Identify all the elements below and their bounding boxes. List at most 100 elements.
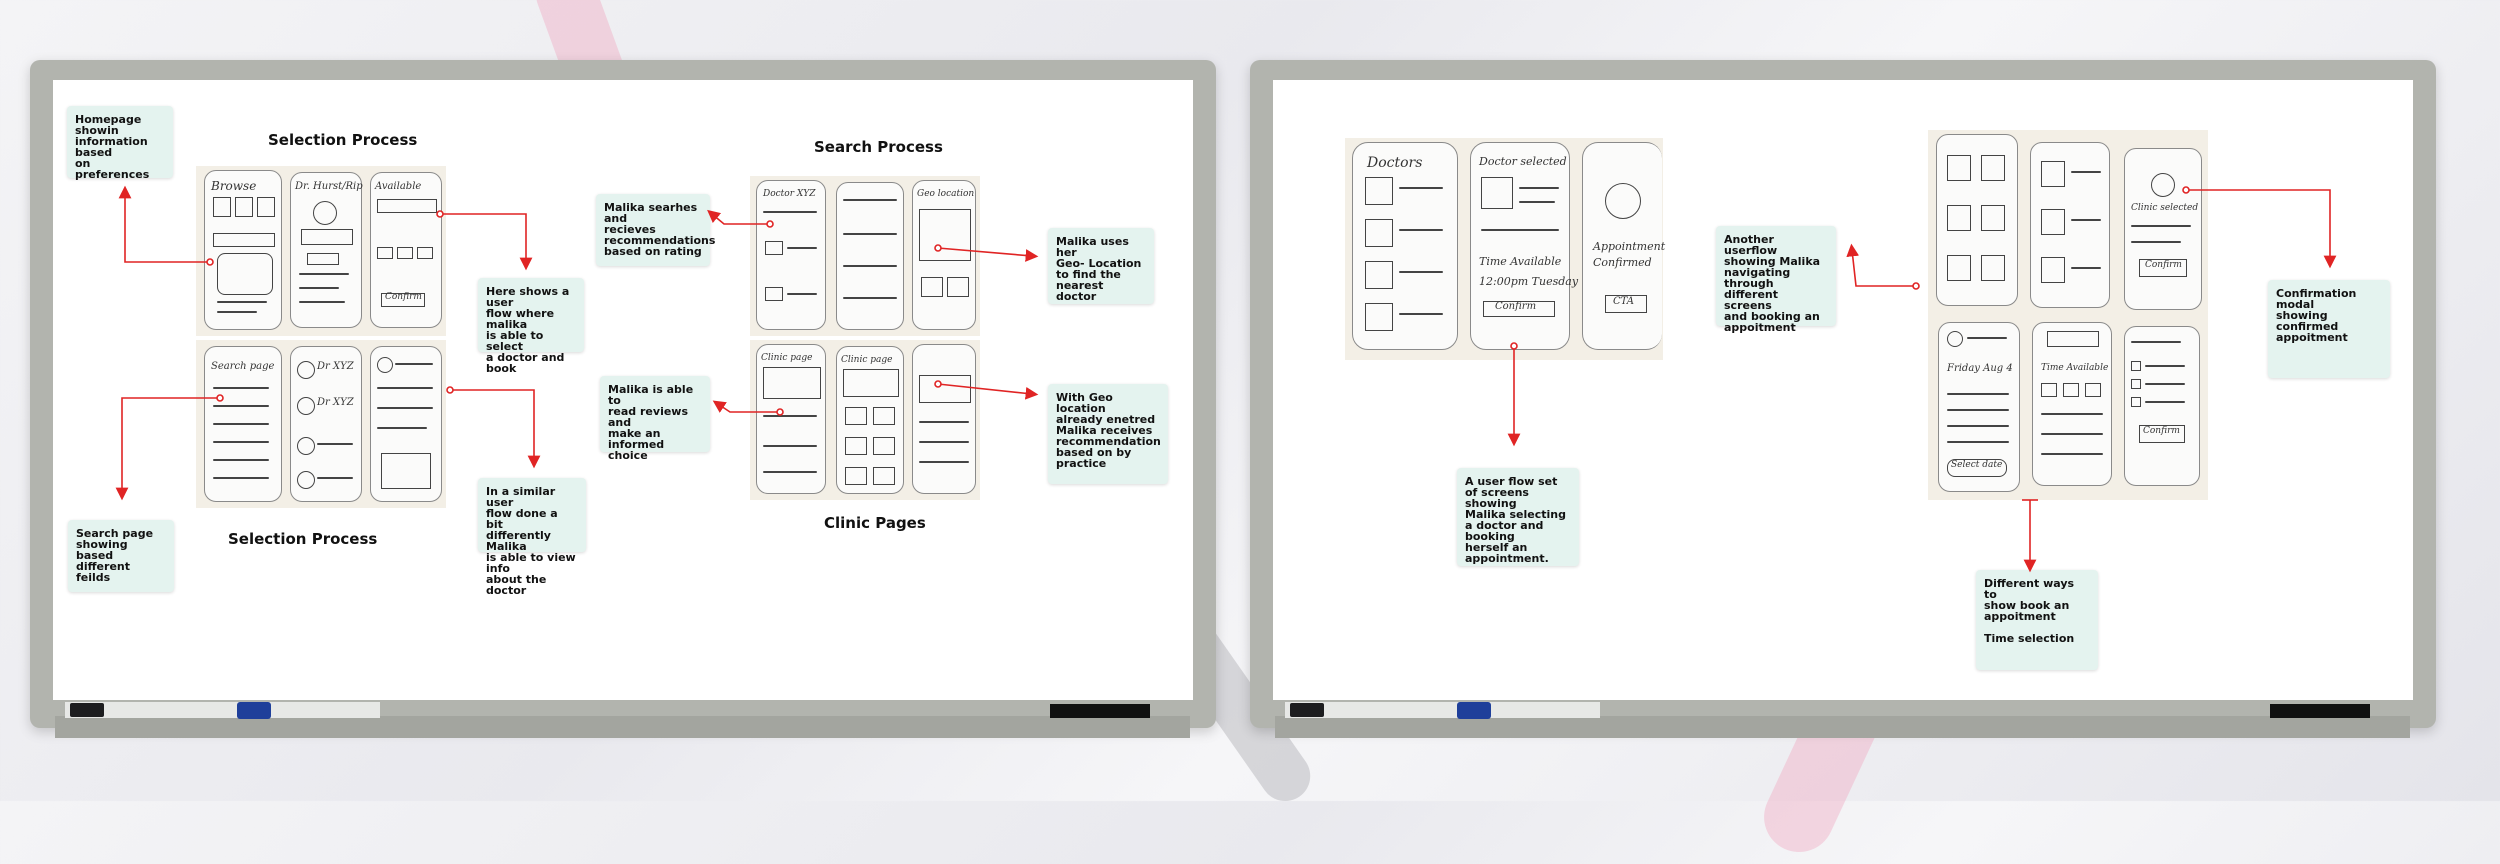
arrow-origin	[934, 244, 942, 252]
sketch-box	[763, 367, 821, 399]
sketch-label: Clinic selected	[2131, 203, 2199, 213]
note-similar-flow: In a similar user flow done a bit differ…	[478, 478, 586, 596]
sketch-line	[763, 445, 817, 447]
sketch-line	[1947, 393, 2009, 395]
sketch-line	[2131, 225, 2191, 227]
sketch-phone-doctor-grid-1	[1936, 134, 2018, 306]
note-geo-location: Malika uses her Geo- Location to find th…	[1048, 228, 1154, 304]
sketch-box	[301, 229, 353, 245]
right-board-ledge	[1285, 702, 1600, 718]
arrow-geo	[937, 247, 1039, 262]
sketch-line	[213, 405, 269, 407]
sketch-box	[765, 287, 783, 301]
sketch-line	[2041, 453, 2103, 455]
sketch-label: Time Available	[2041, 363, 2109, 373]
sketch-label: Appointment Confirmed	[1593, 240, 1666, 269]
sketch-phone-search-page: Search page	[204, 346, 282, 502]
sketch-box	[2131, 379, 2141, 389]
sketch-line	[843, 297, 897, 299]
sketch-box	[377, 199, 437, 213]
sketch-box	[765, 241, 783, 255]
heading-clinic-pages: Clinic Pages	[824, 514, 926, 532]
sketch-box	[297, 437, 315, 455]
sketch-label: Confirm	[1495, 301, 1537, 312]
annotation-arrows	[115, 185, 2337, 573]
sketch-box	[2151, 173, 2175, 197]
heading-search-process: Search Process	[814, 138, 943, 156]
sketch-line	[1947, 409, 2009, 411]
sketch-line	[1399, 187, 1443, 189]
sketch-line	[2145, 383, 2185, 385]
note-different-ways: Different ways to show book an appoitmen…	[1976, 570, 2098, 670]
arrow-origin	[216, 394, 224, 402]
arrow-origin	[206, 258, 214, 266]
sketch-box	[213, 233, 275, 247]
arrow-another-flow	[1846, 243, 1916, 287]
sketch-box	[381, 453, 431, 489]
note-confirmation: Confirmation modal showing confirmed app…	[2268, 280, 2390, 378]
sketch-label: Dr XYZ	[317, 397, 354, 408]
sketch-box	[2041, 209, 2065, 235]
sketch-box	[213, 197, 231, 217]
sketch-phone-appointment-confirmed: Appointment Confirmed CTA	[1582, 142, 1666, 350]
sketch-box	[1365, 177, 1393, 205]
sketch-box	[297, 361, 315, 379]
sketch-line	[1519, 201, 1555, 203]
sketch-phone-geo-location: Geo location	[912, 180, 976, 330]
sketch-line	[213, 459, 269, 461]
heading-selection-process-bottom: Selection Process	[228, 530, 378, 548]
sketch-line	[787, 247, 817, 249]
sketch-line	[1947, 441, 2009, 443]
arrow-origin	[1912, 282, 1920, 290]
black-marker	[1290, 703, 1324, 717]
sketch-line	[299, 287, 339, 289]
sketch-line	[217, 301, 267, 303]
arrow-origin	[2182, 186, 2190, 194]
sketch-phone-doctor-grid-2	[2030, 142, 2110, 308]
arrow-confirmation	[2186, 189, 2337, 269]
sketch-phone-clinic-page: Clinic page	[756, 344, 826, 494]
sketch-line	[763, 415, 817, 417]
sketch-box	[843, 369, 899, 397]
sketch-line	[919, 421, 969, 423]
sketch-box	[297, 471, 315, 489]
left-board-tray	[55, 716, 1190, 738]
arrow-origin	[446, 386, 454, 394]
sketch-box	[2063, 383, 2079, 397]
sketch-box	[873, 467, 895, 485]
sketch-label: Available	[375, 181, 422, 192]
note-reviews: Malika is able to read reviews and make …	[600, 376, 710, 461]
sketch-label: Geo location	[917, 189, 975, 199]
sketch-box	[1981, 205, 2005, 231]
sketch-line	[919, 441, 969, 443]
sketch-line	[317, 443, 353, 445]
sketch-line	[377, 407, 433, 409]
arrow-rating	[707, 209, 770, 225]
sketch-label: Browse	[211, 179, 257, 193]
sketch-box	[235, 197, 253, 217]
sketch-box	[313, 201, 337, 225]
sketch-line	[1399, 229, 1443, 231]
sketch-line	[763, 471, 817, 473]
sketch-line	[377, 387, 433, 389]
sketch-line	[2145, 365, 2185, 367]
sketch-label: Time Available	[1479, 255, 1562, 268]
arrow-homepage	[118, 185, 210, 263]
sketch-phone-select-date: Friday Aug 4 Select date	[1938, 322, 2020, 492]
note-rating: Malika searhes and recieves recommendati…	[596, 194, 715, 266]
sketch-label: Confirm	[385, 292, 422, 302]
arrow-origin	[766, 220, 774, 228]
black-marker	[70, 703, 104, 717]
sketch-line	[843, 265, 897, 267]
sketch-line	[213, 477, 269, 479]
sketch-phone-browse: Browse	[204, 170, 282, 330]
sketch-line	[2145, 401, 2185, 403]
sketch-label: 12:00pm Tuesday	[1479, 275, 1579, 288]
sketch-line	[2131, 241, 2181, 243]
sketch-box	[1365, 219, 1393, 247]
sketch-box	[2139, 259, 2187, 277]
arrow-search-page	[115, 397, 220, 501]
sketch-box	[2041, 161, 2065, 187]
sketch-label: Clinic page	[841, 355, 893, 365]
sketch-line	[2041, 433, 2103, 435]
